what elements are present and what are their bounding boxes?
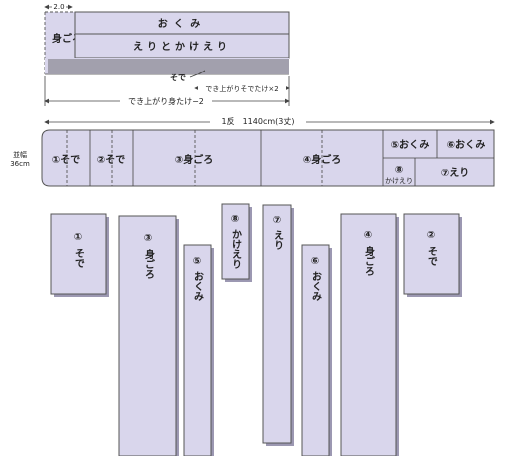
svg-text:おくみ: おくみ: [192, 271, 204, 302]
piece-migoro-3: ③ 身ごろ: [118, 215, 179, 456]
svg-text:身ごろ: 身ごろ: [143, 248, 155, 280]
bolt-section-okumi-6: ⑥おくみ: [447, 139, 486, 151]
bolt-section-eri-7: ⑦えり: [441, 167, 469, 179]
eri-kakeeri-label: えりとかけえり: [133, 41, 231, 53]
fabric-bolt: [41, 129, 495, 187]
svg-text:②: ②: [426, 230, 437, 241]
migoro-length-label: でき上がり身たけ−2: [128, 96, 204, 106]
svg-text:おくみ: おくみ: [310, 271, 322, 302]
bolt-layout-diagram: 1反 1140cm(3丈) 並幅 36cm ①そで ②そで ③身ごろ ④身ごろ …: [10, 116, 495, 187]
bolt-width-label-1: 並幅: [13, 150, 27, 159]
svg-text:⑥: ⑥: [310, 256, 321, 267]
bolt-length-label: 1反 1140cm(3丈): [222, 116, 295, 126]
svg-text:⑦: ⑦: [272, 215, 283, 226]
svg-text:身ごろ: 身ごろ: [363, 245, 375, 277]
piece-eri-7: ⑦ えり: [262, 204, 294, 446]
svg-text:かけえり: かけえり: [230, 229, 242, 269]
svg-text:そで: そで: [73, 248, 85, 269]
cut-pieces: ① そで ③ 身ごろ ⑤ おくみ ⑧ かけえり ⑦: [50, 203, 462, 456]
piece-sode-1: ① そで: [50, 213, 109, 297]
svg-text:えり: えり: [272, 230, 284, 250]
folded-layout-diagram: 2.0 身ごろ おくみ えりとかけえり そで: [44, 2, 290, 106]
seam-allowance-label: 2.0: [53, 3, 64, 11]
bolt-section-migoro-3: ③身ごろ: [175, 153, 213, 166]
sode-length-label: でき上がりそでたけ×2: [205, 84, 278, 93]
piece-sode-2: ② そで: [403, 213, 462, 297]
bolt-section-migoro-4: ④身ごろ: [303, 153, 341, 166]
piece-okumi-6: ⑥ おくみ: [301, 244, 332, 456]
eri-bar: [74, 33, 290, 59]
svg-text:⑧: ⑧: [230, 214, 241, 225]
svg-text:③: ③: [143, 233, 154, 244]
bolt-section-sode-2: ②そで: [97, 154, 125, 166]
bolt-width-label-2: 36cm: [10, 160, 30, 168]
svg-text:⑤: ⑤: [192, 256, 203, 267]
bolt-section-okumi-5: ⑤おくみ: [391, 139, 430, 151]
bolt-section-sode-1: ①そで: [52, 154, 80, 166]
bolt-section-kakeeri-num: ⑧: [395, 165, 403, 176]
svg-text:そで: そで: [426, 246, 438, 267]
sode-label: そで: [170, 73, 186, 82]
bolt-section-kakeeri-text: かけえり: [385, 177, 413, 185]
piece-kakeeri-8: ⑧ かけえり: [221, 203, 252, 282]
piece-okumi-5: ⑤ おくみ: [183, 244, 214, 456]
svg-text:①: ①: [73, 232, 84, 243]
svg-text:④: ④: [363, 230, 374, 241]
okumi-label: おくみ: [158, 18, 206, 30]
piece-migoro-4: ④ 身ごろ: [340, 213, 399, 456]
